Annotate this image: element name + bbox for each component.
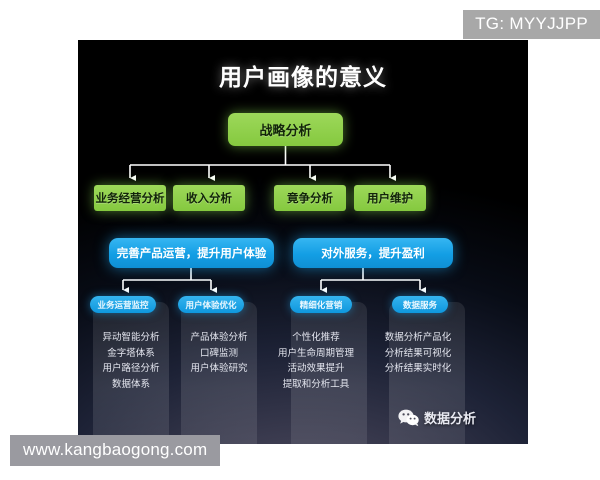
bar-external-service-profit[interactable]: 对外服务，提升盈利 — [293, 238, 453, 268]
wechat-icon — [398, 409, 419, 426]
node-user-maintenance[interactable]: 用户维护 — [354, 185, 426, 211]
list-item: 金字塔体系 — [107, 347, 155, 359]
pill-business-operation-monitoring[interactable]: 业务运营监控 — [90, 296, 156, 313]
pill-refined-marketing[interactable]: 精细化营销 — [290, 296, 352, 313]
wechat-account-badge: 数据分析 — [398, 408, 476, 427]
list-item: 产品体验分析 — [190, 332, 248, 343]
node-competition-analysis[interactable]: 竟争分析 — [274, 185, 346, 211]
item-list-4: 数据分析产品化分析结果可视化分析结果实时化 — [366, 330, 470, 377]
node-business-operation-analysis[interactable]: 业务经营分析 — [94, 185, 166, 211]
list-item: 用户路径分析 — [102, 363, 160, 374]
list-item: 异动智能分析 — [102, 332, 160, 343]
telegram-watermark: TG: MYYJJPP — [463, 10, 600, 39]
list-item: 用户体验研究 — [190, 363, 248, 374]
list-item: 个性化推荐 — [292, 332, 340, 343]
wechat-account-label: 数据分析 — [424, 411, 477, 426]
item-list-2: 产品体验分析口碑监测用户体验研究 — [167, 330, 271, 377]
list-item: 口碑监测 — [199, 347, 238, 359]
item-list-1: 异动智能分析金字塔体系用户路径分析数据体系 — [79, 330, 183, 392]
list-item: 数据分析产品化 — [384, 332, 452, 343]
list-item: 提取和分析工具 — [282, 378, 350, 390]
list-item: 活动效果提升 — [287, 363, 345, 374]
diagram-panel: 用户画像的意义 — [78, 40, 528, 444]
bar-improve-product-experience[interactable]: 完善产品运营，提升用户体验 — [109, 238, 274, 268]
item-list-3: 个性化推荐用户生命周期管理活动效果提升提取和分析工具 — [264, 330, 368, 392]
list-item: 分析结果可视化 — [384, 347, 452, 359]
node-strategy-analysis[interactable]: 战略分析 — [228, 113, 343, 146]
url-watermark: www.kangbaogong.com — [10, 435, 221, 466]
pill-user-experience-optimization[interactable]: 用户体验优化 — [178, 296, 244, 313]
diagram-title: 用户画像的意义 — [219, 64, 387, 90]
list-item: 用户生命周期管理 — [277, 347, 354, 359]
column-panel-3 — [291, 302, 367, 444]
list-item: 数据体系 — [111, 378, 150, 390]
pill-data-service[interactable]: 数据服务 — [392, 296, 448, 313]
node-revenue-analysis[interactable]: 收入分析 — [173, 185, 245, 211]
column-panel-1 — [93, 302, 169, 444]
list-item: 分析结果实时化 — [384, 363, 452, 374]
column-panel-2 — [181, 302, 257, 444]
